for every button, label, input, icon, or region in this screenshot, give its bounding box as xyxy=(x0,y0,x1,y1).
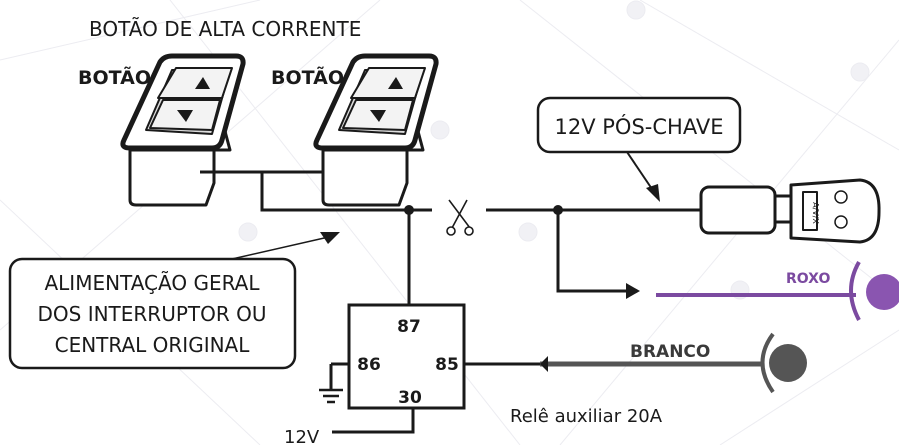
relay-pin-30: 30 xyxy=(398,388,422,408)
purple-wire-label: ROXO xyxy=(786,271,830,287)
arrow-right-icon xyxy=(626,283,640,299)
white-wire-end xyxy=(760,332,775,394)
arrow-down-icon xyxy=(370,110,386,122)
power-callout xyxy=(8,257,297,370)
button-label-right: BOTÃO xyxy=(271,65,344,89)
relay-pin-85: 85 xyxy=(435,355,459,375)
callout-arrow-icon xyxy=(320,232,340,244)
diagram-title: BOTÃO DE ALTA CORRENTE xyxy=(89,17,361,41)
arrow-down-icon xyxy=(177,110,193,122)
power-callout-line3: CENTRAL ORIGINAL xyxy=(55,333,251,357)
button-label-left: BOTÃO xyxy=(78,65,151,89)
supply-label: 12V xyxy=(284,427,320,445)
arrow-up-icon xyxy=(388,77,403,89)
ignition-key-icon xyxy=(699,178,881,244)
relay-pin-86: 86 xyxy=(357,355,381,375)
scissors-icon xyxy=(446,199,474,236)
junction-dot xyxy=(553,205,563,215)
purple-terminal xyxy=(866,274,899,310)
white-terminal xyxy=(769,344,807,382)
junction-dot xyxy=(404,205,414,215)
ignition-callout xyxy=(536,96,742,154)
window-switch-left xyxy=(120,53,246,207)
white-wire-label: BRANCO xyxy=(630,342,710,362)
window-switch-right xyxy=(313,53,439,207)
relay-caption: Relê auxiliar 20A xyxy=(510,406,663,427)
arrow-up-icon xyxy=(195,77,210,89)
callout-arrow-icon xyxy=(646,184,660,202)
wires xyxy=(200,170,708,434)
wire-arrow-left-icon xyxy=(540,356,548,372)
ground-icon xyxy=(319,388,343,404)
key-text: A/V/X xyxy=(811,202,820,224)
relay-pin-87: 87 xyxy=(397,317,421,337)
relay-box xyxy=(347,303,466,410)
power-callout-line1: ALIMENTAÇÃO GERAL xyxy=(44,271,260,295)
power-callout-line2: DOS INTERRUPTOR OU xyxy=(38,302,267,326)
purple-wire-end xyxy=(849,261,861,321)
ignition-callout-text: 12V PÓS-CHAVE xyxy=(555,114,724,139)
